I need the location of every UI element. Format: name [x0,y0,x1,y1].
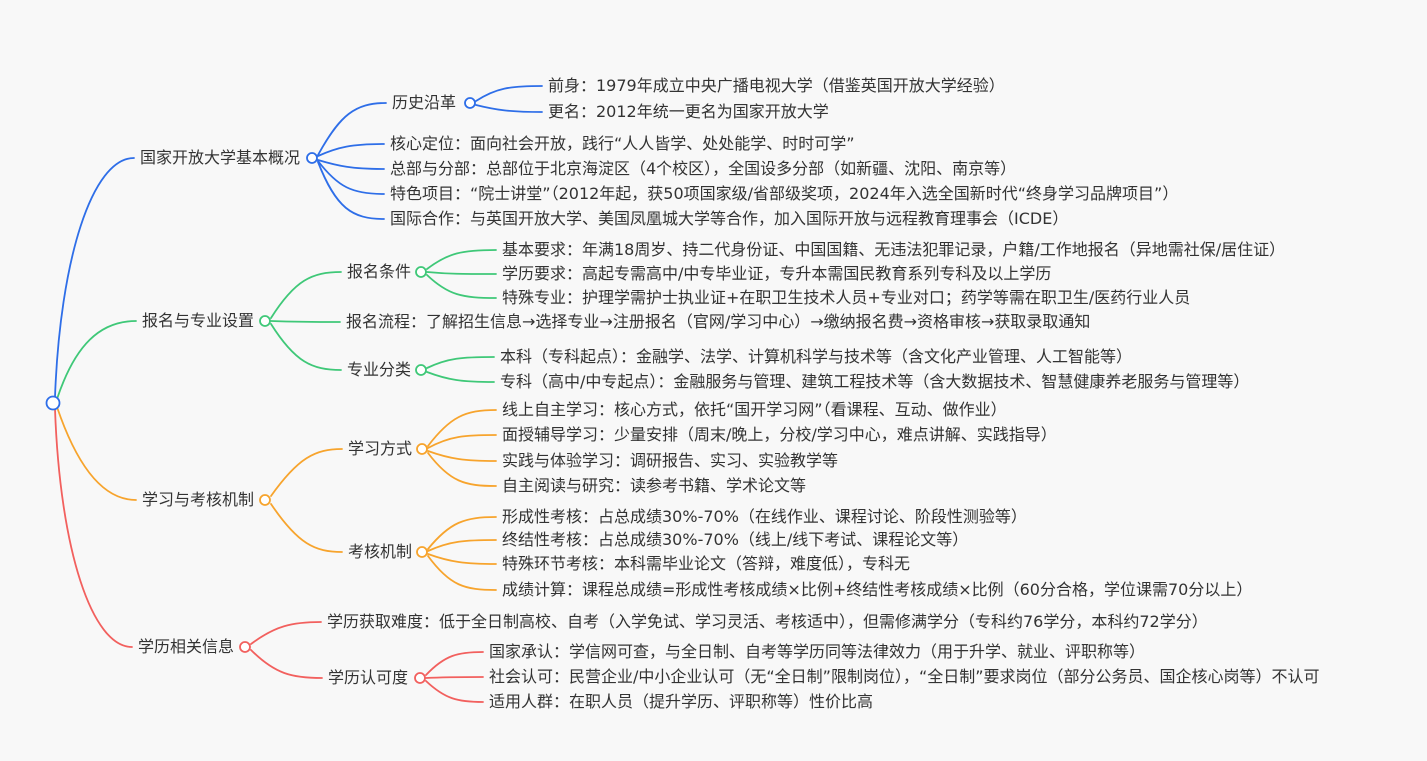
node-method-online[interactable]: 线上自主学习：核心方式，依托“国开学习网”（看课程、互动、做作业） [502,400,1007,419]
study-method-node-circle[interactable] [416,443,428,455]
node-learning[interactable]: 学习与考核机制 [142,490,255,509]
link-enroll-process [270,320,341,323]
node-history-rename[interactable]: 更名：2012年统一更名为国家开放大学 [548,102,829,121]
history-node-circle[interactable] [464,97,476,109]
node-history[interactable]: 历史沿革 [392,93,457,112]
root-node-circle[interactable] [45,395,61,411]
enrollment-node-circle[interactable] [259,315,271,327]
link-learn-assess [270,503,343,553]
link-recog-society [425,676,484,679]
node-cond-edu[interactable]: 学历要求：高起专需高中/中专毕业证，专升本需国民教育系列专科及以上学历 [502,264,1052,283]
node-campus[interactable]: 总部与分部：总部位于北京海淀区（4个校区），全国设多分部（如新疆、沈阳、南京等） [390,159,1017,178]
node-recog-society[interactable]: 社会认可：民营企业/中小企业认可（无“全日制”限制岗位），“全日制”要求岗位（部… [489,667,1320,686]
link-assess-special [427,553,497,565]
node-cond-special[interactable]: 特殊专业：护理学需护士执业证+在职卫生技术人员+专业对口；药学等需在职卫生/医药… [502,288,1191,307]
node-recog-audience[interactable]: 适用人群：在职人员（提升学历、评职称等）性价比高 [489,692,874,711]
link-diploma-recognition [250,649,323,679]
link-root-enrollment [56,320,137,400]
node-major-college[interactable]: 专科（高中/中专起点）：金融服务与管理、建筑工程技术等（含大数据技术、智慧健康养… [500,372,1250,391]
link-history-rename [475,104,543,113]
link-enroll-majors [270,323,342,371]
node-assess-special[interactable]: 特殊环节考核：本科需毕业论文（答辩，难度低），专科无 [502,554,911,573]
node-assess-score[interactable]: 成绩计算：课程总成绩=形成性考核成绩×比例+终结性考核成绩×比例（60分合格，学… [502,580,1253,599]
link-overview-intl [317,161,385,220]
link-root-learning [56,406,137,501]
node-feature-project[interactable]: 特色项目：“院士讲堂”（2012年起，获50项国家级/省部级奖项，2024年入选… [390,184,1179,203]
link-method-reading [427,452,497,487]
link-diploma-difficulty [250,621,322,645]
assessment-node-circle[interactable] [416,546,428,558]
node-study-method[interactable]: 学习方式 [348,439,413,458]
link-assess-formative [427,516,497,550]
node-assessment[interactable]: 考核机制 [348,542,413,561]
link-assess-summative [427,539,497,552]
overview-node-circle[interactable] [306,152,318,164]
link-enroll-conditions [270,271,342,319]
link-major-college [426,371,495,383]
link-root-diploma [54,408,133,648]
link-recog-audience [425,680,484,703]
node-recog-state[interactable]: 国家承认：学信网可查，与全日制、自考等学历同等法律效力（用于升学、就业、评职称等… [489,642,1146,661]
conditions-node-circle[interactable] [415,266,427,278]
link-overview-position [317,143,385,157]
link-learn-methods [270,448,343,497]
link-overview-feature [317,160,385,195]
node-method-practice[interactable]: 实践与体验学习：调研报告、实习、实验教学等 [502,451,839,470]
node-enrollment[interactable]: 报名与专业设置 [142,311,255,330]
node-recognition[interactable]: 学历认可度 [328,668,409,687]
learning-node-circle[interactable] [259,494,271,506]
node-enroll-process[interactable]: 报名流程：了解招生信息→选择专业→注册报名（官网/学习中心）→缴纳报名费→资格审… [346,312,1091,331]
link-major-bachelor [426,356,495,369]
link-root-overview [54,157,135,398]
node-method-reading[interactable]: 自主阅读与研究：读参考书籍、学术论文等 [502,476,807,495]
link-method-practice [427,450,497,462]
diploma-node-circle[interactable] [239,641,251,653]
link-overview-history [317,102,387,156]
node-history-origin[interactable]: 前身：1979年成立中央广播电视大学（借鉴英国开放大学经验） [548,76,1005,95]
node-assess-summative[interactable]: 终结性考核：占总成绩30%-70%（线上/线下考试、课程论文等） [502,530,969,549]
node-method-face[interactable]: 面授辅导学习：少量安排（周末/晚上，分校/学习中心，难点讲解、实践指导） [502,425,1057,444]
node-intl-coop[interactable]: 国际合作：与英国开放大学、美国凤凰城大学等合作，加入国际开放与远程教育理事会（I… [390,209,1069,228]
node-difficulty[interactable]: 学历获取难度：低于全日制高校、自考（入学免试、学习灵活、考核适中），但需修满学分… [327,612,1208,631]
node-major-bachelor[interactable]: 本科（专科起点）：金融学、法学、计算机科学与技术等（含文化产业管理、人工智能等） [500,347,1133,366]
link-cond-special [426,274,497,299]
major-category-node-circle[interactable] [415,364,427,376]
link-cond-basic [426,249,497,270]
link-history-origin [475,85,543,102]
node-conditions[interactable]: 报名条件 [347,262,412,281]
link-method-facetoface [427,434,497,449]
node-diploma[interactable]: 学历相关信息 [138,637,235,656]
node-assess-formative[interactable]: 形成性考核：占总成绩30%-70%（在线作业、课程讨论、阶段性测验等） [502,507,1027,526]
node-cond-basic[interactable]: 基本要求：年满18周岁、持二代身份证、中国国籍、无违法犯罪记录，户籍/工作地报名… [502,240,1286,259]
node-overview[interactable]: 国家开放大学基本概况 [140,148,301,167]
link-method-online [427,409,497,447]
link-recog-state [425,651,484,676]
node-major-category[interactable]: 专业分类 [347,360,412,379]
recognition-node-circle[interactable] [414,672,426,684]
node-core-position[interactable]: 核心定位：面向社会开放，践行“人人皆学、处处能学、时时可学” [390,134,855,153]
link-cond-edu [426,271,497,275]
link-overview-campus [317,159,385,170]
link-assess-score [427,555,497,591]
